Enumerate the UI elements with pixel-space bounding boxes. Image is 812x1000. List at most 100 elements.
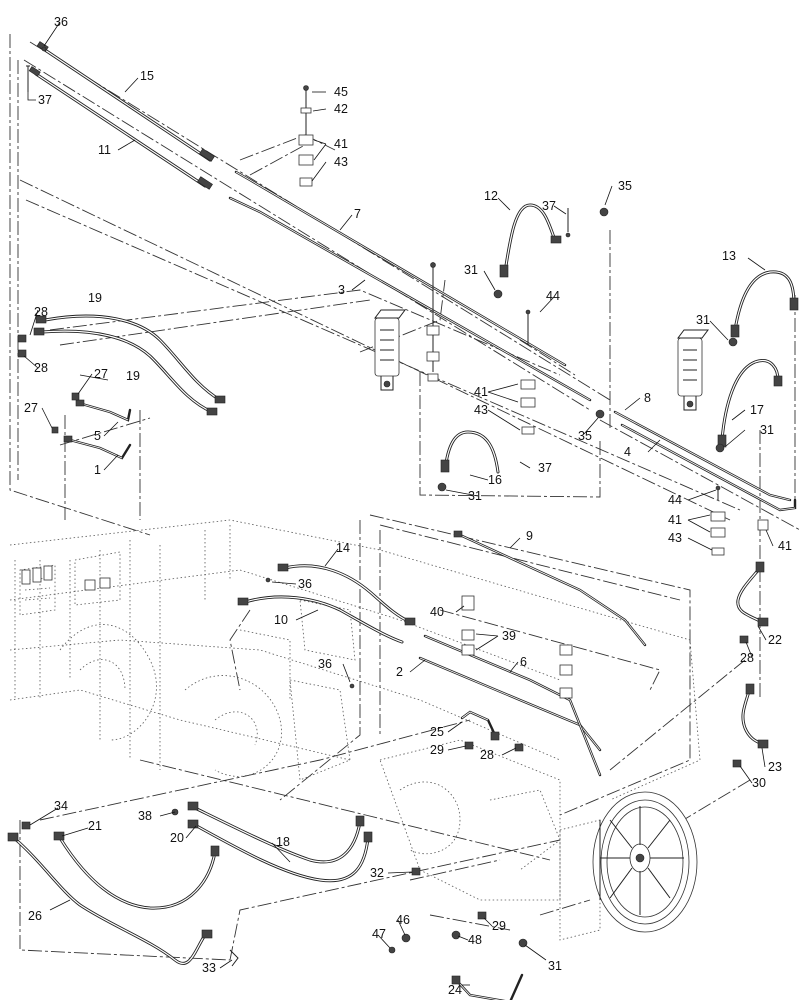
callout-39: 39	[502, 629, 516, 643]
callout-29: 29	[430, 743, 444, 757]
callout-23: 23	[768, 760, 782, 774]
callout-47: 47	[372, 927, 386, 941]
part-3-tube	[228, 196, 592, 402]
callout-37: 37	[542, 199, 556, 213]
callout-37: 37	[538, 461, 552, 475]
part-22-hose	[736, 561, 769, 627]
callout-31: 31	[464, 263, 478, 277]
callout-19: 19	[126, 369, 140, 383]
part-23-hose	[741, 683, 769, 749]
callout-26: 26	[28, 909, 42, 923]
callout-31: 31	[760, 423, 774, 437]
part-16-hose	[440, 430, 500, 474]
part-21-hose	[53, 831, 220, 910]
callout-20: 20	[170, 831, 184, 845]
callout-13: 13	[722, 249, 736, 263]
callout-41: 41	[334, 137, 348, 151]
part-1-tube	[63, 435, 132, 460]
callout-1: 1	[94, 463, 101, 477]
part-8-tube	[613, 410, 792, 502]
callout-31: 31	[468, 489, 482, 503]
filter-housing-icon	[374, 309, 406, 391]
callout-38: 38	[138, 809, 152, 823]
callout-35: 35	[578, 429, 592, 443]
callout-30: 30	[752, 776, 766, 790]
part-26-hose	[7, 832, 213, 965]
callout-31: 31	[548, 959, 562, 973]
callout-43: 43	[668, 531, 682, 545]
callout-44: 44	[546, 289, 560, 303]
callout-36: 36	[54, 15, 68, 29]
callout-35: 35	[618, 179, 632, 193]
callout-24: 24	[448, 983, 462, 997]
callout-10: 10	[274, 613, 288, 627]
callout-37: 37	[38, 93, 52, 107]
callout-28: 28	[34, 361, 48, 375]
callout-36: 36	[298, 577, 312, 591]
callout-11: 11	[98, 143, 111, 157]
callout-48: 48	[468, 933, 482, 947]
callout-labels: 36 37 15 11 45 42 41 43 7 3 12 37 35 31 …	[23, 15, 792, 997]
part-13-hose	[730, 270, 799, 338]
callout-19: 19	[88, 291, 102, 305]
callout-21: 21	[88, 819, 102, 833]
part-14-hose	[277, 563, 416, 626]
part-7-tube	[234, 170, 567, 367]
filter-housing-icon	[677, 329, 709, 411]
callout-28: 28	[34, 305, 48, 319]
part-11-hose	[28, 66, 213, 190]
part-19-hose	[33, 314, 226, 416]
callout-27: 27	[24, 401, 38, 415]
callout-42: 42	[334, 102, 348, 116]
callout-46: 46	[396, 913, 410, 927]
callout-16: 16	[488, 473, 502, 487]
callout-27: 27	[94, 367, 108, 381]
callout-31: 31	[696, 313, 710, 327]
callout-28: 28	[480, 748, 494, 762]
callout-7: 7	[354, 207, 361, 221]
callout-25: 25	[430, 725, 444, 739]
part-18-hose	[187, 819, 373, 883]
fittings	[17, 46, 769, 967]
callout-15: 15	[140, 69, 154, 83]
callout-4: 4	[624, 445, 631, 459]
callout-5: 5	[94, 429, 101, 443]
callout-41: 41	[668, 513, 682, 527]
part-17-hose	[717, 359, 783, 448]
callout-9: 9	[526, 529, 533, 543]
callout-6: 6	[520, 655, 527, 669]
part-12-hose	[499, 203, 562, 278]
callout-22: 22	[768, 633, 782, 647]
callout-14: 14	[336, 541, 350, 555]
part-2-tube	[418, 656, 602, 752]
callout-33: 33	[202, 961, 216, 975]
callout-2: 2	[396, 665, 403, 679]
part-20-hose	[187, 801, 365, 864]
callout-32: 32	[370, 866, 384, 880]
callout-18: 18	[276, 835, 290, 849]
callout-40: 40	[430, 605, 444, 619]
callout-28: 28	[740, 651, 754, 665]
part-25-hose	[460, 710, 500, 741]
part-15-hose	[36, 41, 215, 162]
callout-41: 41	[474, 385, 488, 399]
callout-44: 44	[668, 493, 682, 507]
wheel-hub-icon	[592, 791, 698, 933]
part-4-tube	[620, 423, 797, 512]
callout-34: 34	[54, 799, 68, 813]
callout-45: 45	[334, 85, 348, 99]
valve-block-icon	[21, 565, 111, 591]
callout-36: 36	[318, 657, 332, 671]
callout-41: 41	[778, 539, 792, 553]
callout-8: 8	[644, 391, 651, 405]
callout-12: 12	[484, 189, 498, 203]
part-24-hose	[451, 973, 524, 1000]
part-5-tube	[75, 399, 132, 422]
part-10-hose	[237, 595, 404, 644]
callout-29: 29	[492, 919, 506, 933]
callout-17: 17	[750, 403, 764, 417]
callout-43: 43	[334, 155, 348, 169]
part-9-tube	[453, 530, 647, 647]
callout-43: 43	[474, 403, 488, 417]
